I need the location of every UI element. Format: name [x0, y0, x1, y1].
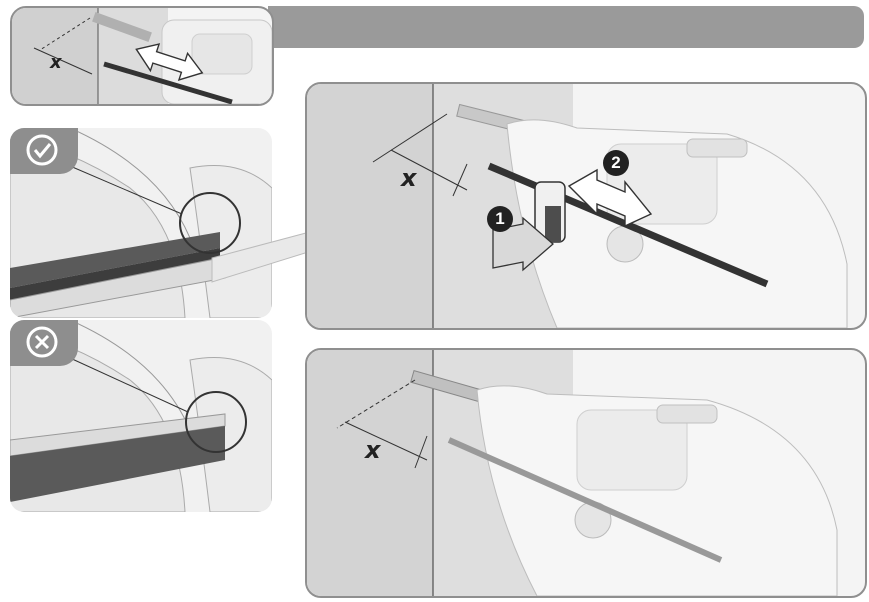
step-2-badge: 2 — [603, 150, 629, 176]
thumbnail-depth-rod — [103, 61, 233, 104]
wall-face-bottom — [307, 350, 433, 596]
cross-circle-icon — [26, 326, 58, 358]
depth-x-label-bottom: x — [365, 436, 381, 464]
thumbnail-illustration — [12, 8, 272, 104]
step-1-badge: 1 — [487, 206, 513, 232]
correct-rod-teeth — [10, 232, 220, 288]
adjust-depth-illustration — [307, 84, 848, 328]
panel-incorrect-engagement — [10, 320, 272, 512]
thumbnail-drill-bit — [92, 12, 152, 42]
correct-detail-circle — [179, 192, 241, 254]
incorrect-detail-circle — [185, 391, 247, 453]
hammer-drill-body-bottom — [476, 385, 838, 596]
check-circle-icon — [26, 134, 58, 166]
incorrect-status-tab — [10, 320, 78, 366]
depth-set-illustration — [307, 350, 838, 596]
depth-stop-clamp — [545, 206, 561, 242]
panel-adjust-depth-stop: x 1 2 — [305, 82, 867, 330]
thumbnail-depth-stop-overview: x — [10, 6, 274, 106]
panel-correct-engagement — [10, 128, 272, 318]
correct-status-tab — [10, 128, 78, 174]
depth-stop-rod-bottom — [447, 437, 723, 563]
incorrect-closeup-illustration — [10, 320, 272, 512]
thumbnail-wall-face — [12, 8, 98, 104]
thumbnail-depth-label: x — [50, 52, 62, 73]
slide-double-arrow — [567, 168, 653, 228]
panel-depth-set: x — [305, 348, 867, 598]
header-bar — [268, 6, 864, 48]
wall-face — [307, 84, 433, 328]
push-arrow — [492, 216, 554, 272]
depth-x-label: x — [401, 164, 417, 192]
thumbnail-double-arrow — [135, 43, 204, 82]
incorrect-rod-teeth — [10, 426, 225, 502]
